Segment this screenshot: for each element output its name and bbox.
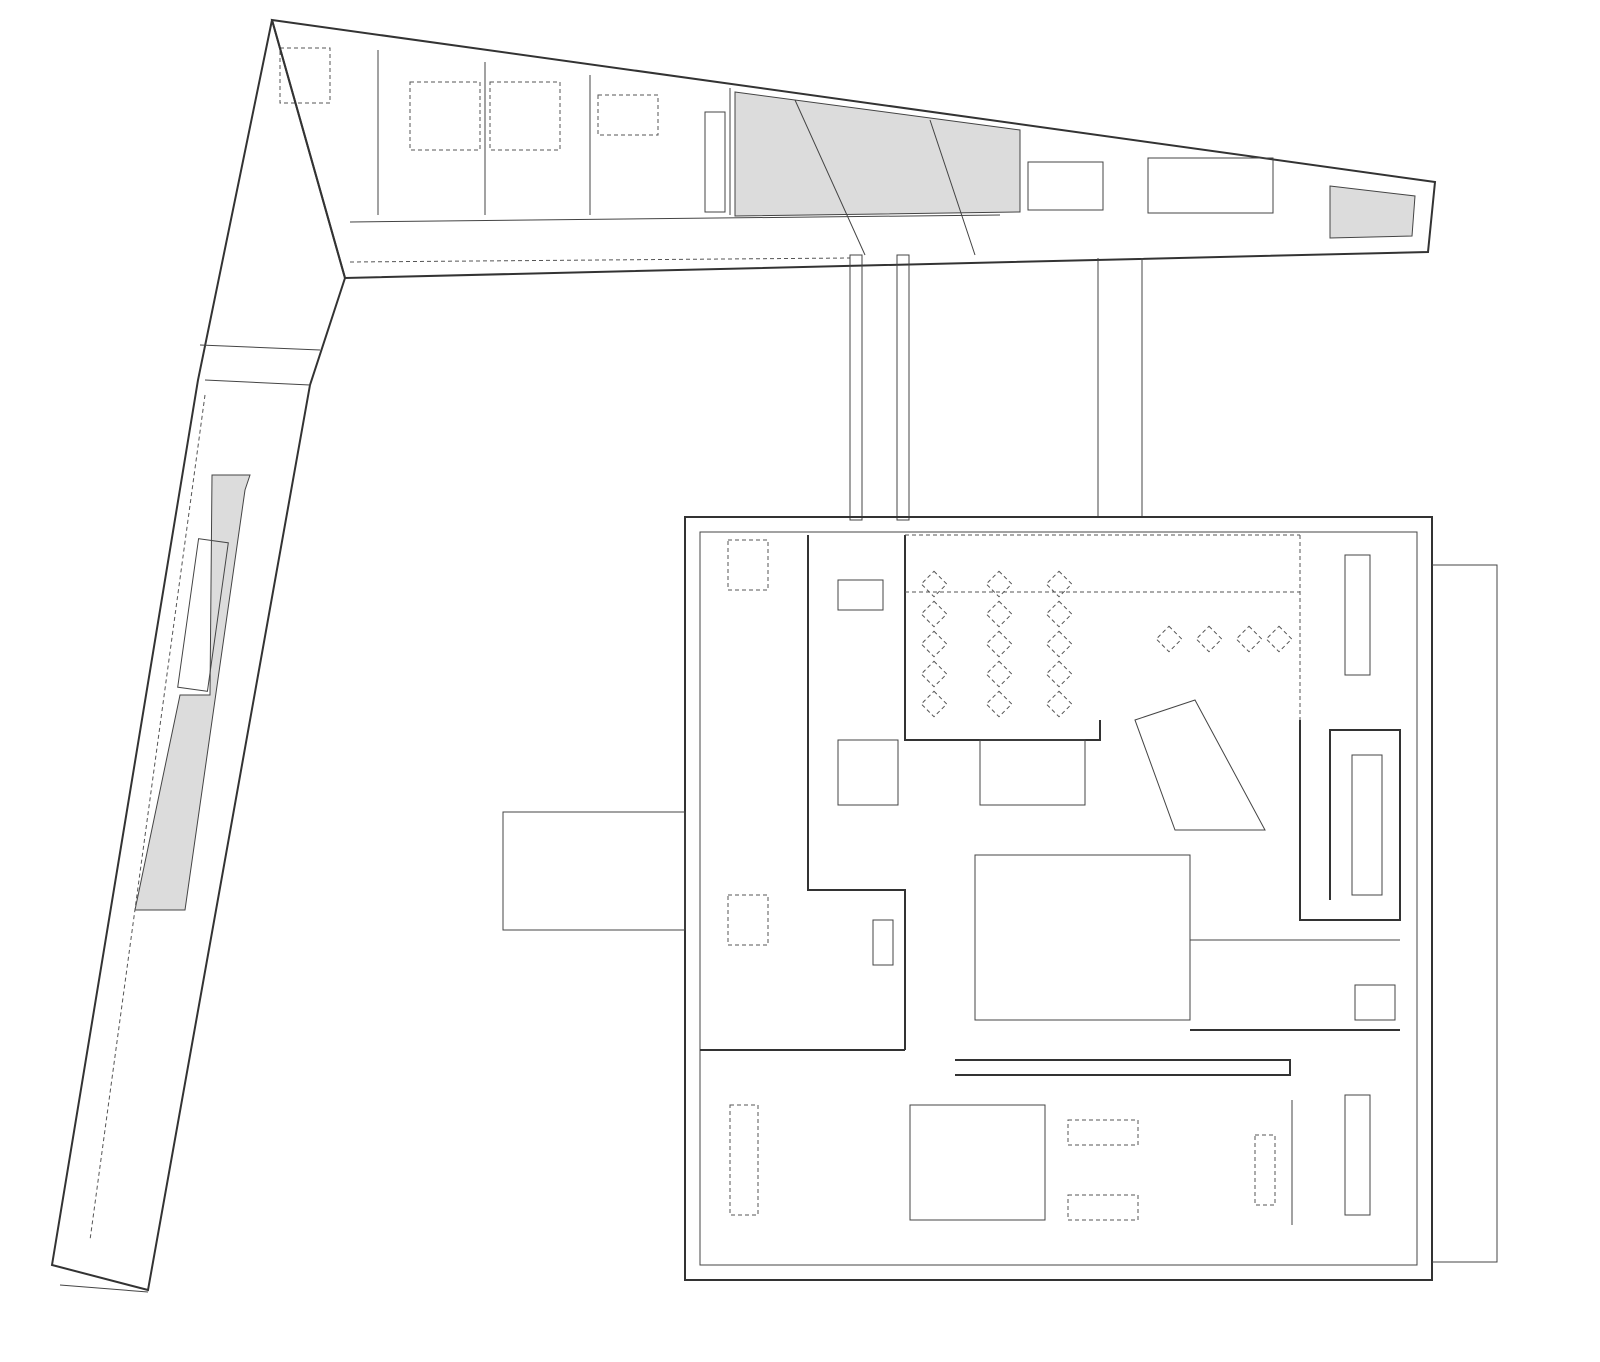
cafe-table (920, 570, 948, 598)
cafe-table (985, 600, 1013, 628)
bath-1 (837, 579, 884, 611)
stair-south (909, 1104, 1046, 1221)
table-small (1354, 984, 1396, 1021)
cafe-table (1045, 600, 1073, 628)
annex-box (502, 811, 686, 931)
core (974, 854, 1191, 1021)
dining-table-1 (1344, 554, 1371, 676)
cafe-table (1235, 625, 1263, 653)
cafe-table (985, 690, 1013, 718)
cafe-table (985, 630, 1013, 658)
cafe-table (1045, 630, 1073, 658)
cafe-tables (920, 570, 1293, 718)
cafe-table (1045, 660, 1073, 688)
lifts (979, 739, 1086, 806)
cafe-table (985, 570, 1013, 598)
stair-small (704, 111, 726, 213)
bathtub (1027, 161, 1104, 211)
cafe-table (1045, 690, 1073, 718)
bath-2 (872, 919, 894, 966)
stair-west (177, 538, 229, 692)
north-wing (270, 18, 1437, 280)
cafe-table (920, 690, 948, 718)
cafe-table (1155, 625, 1183, 653)
cafe-table (1265, 625, 1293, 653)
lift (837, 739, 899, 806)
west-wing (50, 19, 347, 1293)
cafe-table (920, 630, 948, 658)
bridges (849, 254, 1143, 521)
grey-void-1 (734, 91, 1021, 217)
cafe-table (1045, 570, 1073, 598)
west-wing-outline (50, 19, 347, 1292)
grey-void-2 (1329, 185, 1416, 239)
stair-diagonal (1134, 699, 1266, 831)
cafe-table (920, 660, 948, 688)
cafe-table (920, 600, 948, 628)
grey-void-west (134, 474, 251, 911)
stair-north (1147, 157, 1274, 214)
dining-table-2 (1344, 1094, 1371, 1216)
cafe-table (1195, 625, 1223, 653)
cafe-table (985, 660, 1013, 688)
kitchen-island (1351, 754, 1383, 896)
main-block (502, 516, 1498, 1281)
